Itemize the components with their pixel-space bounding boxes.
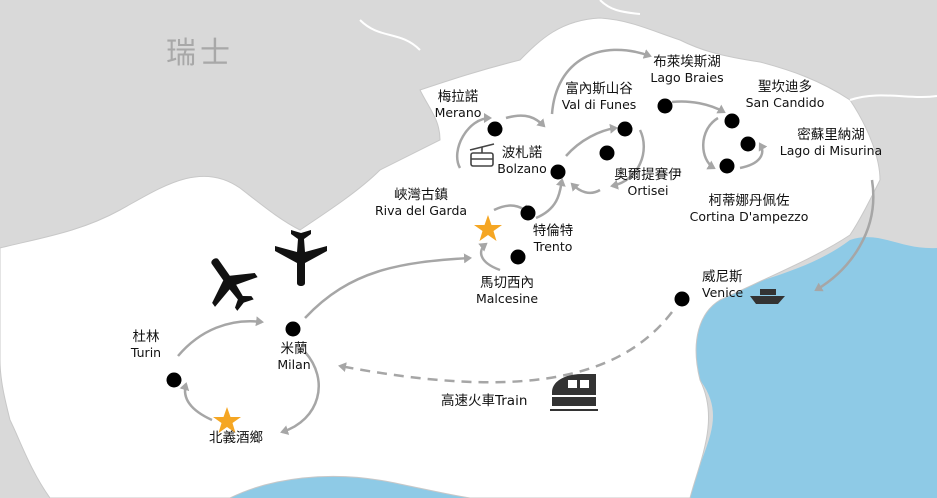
marker-merano: [487, 121, 503, 137]
label-barolo: 北義酒鄉: [209, 430, 263, 446]
airplane-icon: [275, 230, 327, 286]
train-route: [338, 311, 673, 384]
italy-region: [0, 17, 881, 498]
star-icon: [474, 215, 502, 241]
airplane-icon: [211, 258, 258, 311]
star-icons: [213, 215, 502, 433]
label-train: 高速火車Train: [441, 393, 528, 409]
marker-turin: [166, 372, 182, 388]
route-lines: [177, 48, 875, 435]
marker-funes: [617, 121, 633, 137]
marker-cortina: [719, 158, 735, 174]
marker-bolzano: [550, 164, 566, 180]
marker-braies: [657, 98, 673, 114]
marker-trento: [520, 205, 536, 221]
marker-venice: [674, 291, 690, 307]
cable-car-icon: [469, 143, 495, 167]
ligurian-sea: [230, 476, 470, 498]
marker-milan: [285, 321, 301, 337]
marker-malcesine: [510, 249, 526, 265]
marker-candido: [724, 113, 740, 129]
adriatic-sea: [688, 237, 937, 498]
country-label-switzerland: 瑞士: [166, 36, 234, 71]
marker-ortisei: [599, 145, 615, 161]
boat-icon: [750, 289, 785, 304]
train-icon: [550, 374, 598, 411]
marker-misurina: [740, 136, 756, 152]
place-markers: [166, 98, 756, 388]
border-lines: [359, 0, 937, 101]
star-icon: [213, 407, 241, 433]
